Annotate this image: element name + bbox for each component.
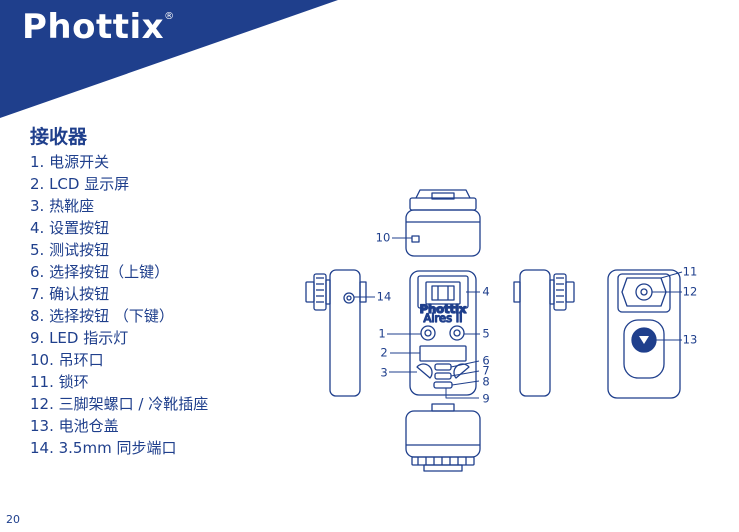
brand-name: Phottix (22, 7, 165, 47)
device-right-side-view (513, 269, 575, 397)
list-item: 4. 设置按钮 (30, 219, 110, 237)
list-item: 13. 电池仓盖 (30, 417, 119, 435)
list-item: 7. 确认按钮 (30, 285, 110, 303)
battery-arrow-icon (639, 336, 649, 344)
callout-8: 8 (482, 375, 489, 389)
section-title: 接收器 (30, 126, 88, 148)
device-front-view (409, 270, 477, 396)
device-back-view (607, 269, 681, 399)
callout-4: 4 (482, 285, 489, 299)
callout-2: 2 (380, 346, 387, 360)
brand-logo: Phottix® (22, 7, 175, 47)
device-left-side-view (305, 269, 367, 397)
callout-6: 6 (482, 354, 489, 368)
device-top-view (405, 189, 481, 257)
callout-13: 13 (683, 333, 698, 347)
registered-mark: ® (164, 11, 175, 22)
list-item: 9. LED 指示灯 (30, 329, 129, 347)
list-item: 3. 热靴座 (30, 197, 95, 215)
header-banner (0, 0, 338, 118)
device-bottom-view (405, 403, 481, 472)
parts-list: 1. 电源开关 2. LCD 显示屏 3. 热靴座 4. 设置按钮 5. 测试按… (30, 151, 208, 459)
list-item: 1. 电源开关 (30, 153, 110, 171)
page-number: 20 (6, 513, 20, 526)
list-item: 5. 测试按钮 (30, 241, 110, 259)
list-item: 6. 选择按钮（上键） (30, 263, 170, 281)
list-item: 11. 锁环 (30, 373, 89, 391)
callout-3: 3 (380, 366, 387, 380)
callout-14: 14 (377, 290, 392, 304)
list-item: 14. 3.5mm 同步端口 (30, 439, 177, 457)
callout-1: 1 (378, 327, 385, 341)
callout-5: 5 (482, 327, 489, 341)
list-item: 10. 吊环口 (30, 351, 104, 369)
callout-10: 10 (376, 231, 391, 245)
list-item: 2. LCD 显示屏 (30, 175, 130, 193)
callout-lines (354, 237, 683, 399)
list-item: 12. 三脚架螺口 / 冷靴插座 (30, 395, 209, 413)
callout-7: 7 (482, 364, 489, 378)
callout-11: 11 (683, 265, 698, 279)
callout-9: 9 (482, 392, 489, 406)
callout-12: 12 (683, 285, 698, 299)
list-item: 8. 选择按钮 （下键） (30, 307, 174, 325)
device-logo: Phottix (420, 302, 467, 316)
device-model: Aires II (423, 311, 462, 325)
